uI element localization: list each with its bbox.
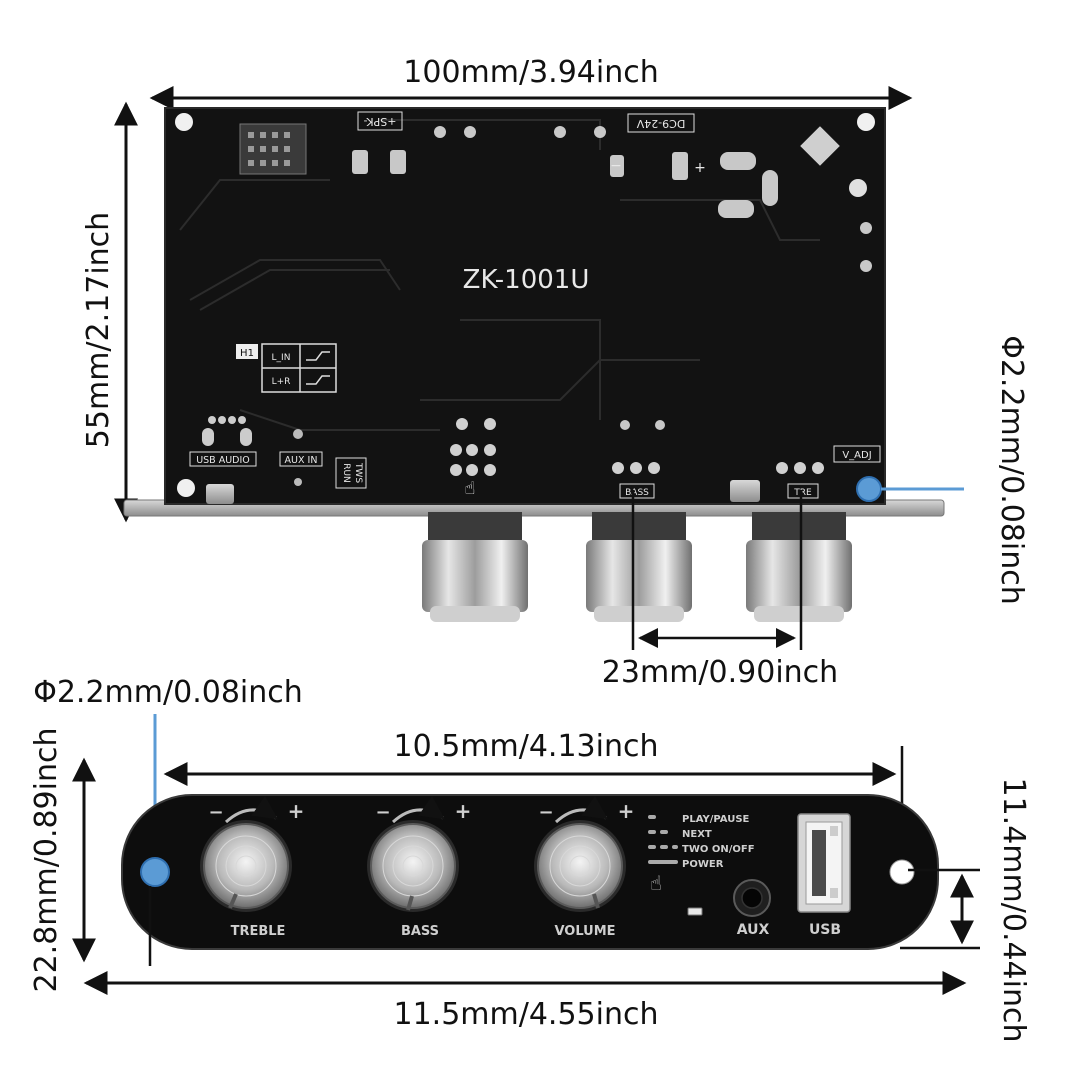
aux-jack[interactable] (733, 879, 771, 917)
panel-inner-width-label: 10.5mm/4.13inch (393, 729, 658, 764)
volume-label: VOLUME (554, 924, 615, 939)
panel-height-label: 22.8mm/0.89inch (29, 727, 64, 992)
volume-knob[interactable] (534, 820, 626, 912)
hole-marker-top (856, 476, 882, 502)
dc-plus-mark: + (694, 160, 706, 176)
l-r-label: L+R (272, 377, 291, 387)
tre-pot-pads (776, 462, 824, 474)
function-legend: PLAY/PAUSE NEXT TWO ON/OFF POWER (648, 814, 755, 870)
tre-frame (787, 483, 819, 499)
bass-frame (619, 483, 655, 499)
pcb-mounting-hole (849, 179, 867, 197)
bass-pot-pads (612, 462, 660, 474)
treble-minus-sign: − (208, 802, 223, 823)
pcb-mounting-hole (177, 479, 195, 497)
front-panel (121, 794, 939, 950)
solder-pads (352, 126, 872, 430)
function-next: NEXT (682, 829, 712, 840)
hole-diameter-top-label: Φ2.2mm/0.08inch (994, 335, 1029, 605)
knob-spacing-label: 23mm/0.90inch (602, 655, 838, 690)
bass-knob[interactable] (367, 820, 459, 912)
module-pads (248, 132, 290, 166)
bass-adjust-indicator: − + (375, 795, 472, 824)
function-power: POWER (682, 859, 724, 870)
usb-label: USB (809, 922, 841, 938)
h1-label: H1 (240, 348, 254, 359)
usb-audio-label: USB AUDIO (196, 455, 250, 466)
bass-label: BASS (401, 924, 439, 939)
touch-hand-icon: ☝ (465, 478, 476, 499)
usb-port[interactable] (797, 813, 851, 913)
board-height-label: 55mm/2.17inch (81, 212, 116, 448)
aux-label: AUX (737, 922, 770, 938)
hole-marker-panel (140, 857, 170, 887)
function-play-pause: PLAY/PAUSE (682, 814, 750, 825)
diamond-pad (800, 126, 840, 166)
knob-side-view-volume (746, 512, 852, 622)
v-adj-label: V_ADJ (842, 450, 871, 461)
aux-in-label: AUX IN (285, 455, 318, 466)
spk-silkscreen: +SPK- (357, 111, 403, 131)
bass-rotate-arrow-icon (391, 795, 445, 824)
treble-knob[interactable] (200, 820, 292, 912)
knob-side-view-treble (422, 512, 528, 622)
board-width-label: 100mm/3.94inch (403, 55, 658, 90)
treble-label: TREBLE (231, 924, 286, 939)
aux-in-pad (293, 429, 303, 439)
dc-minus-mark: − (610, 158, 622, 174)
touch-button-pads (450, 418, 496, 476)
aux-in-pad (294, 478, 302, 486)
hole-diameter-panel-label: Φ2.2mm/0.08inch (33, 675, 303, 710)
treble-rotate-arrow-icon (224, 795, 278, 824)
model-label: ZK-1001U (463, 265, 590, 295)
knob-side-view-bass (586, 512, 692, 622)
dc-voltage-label: DC9-24V (636, 117, 685, 130)
run-label: RUN (341, 463, 351, 483)
led-indicator (687, 907, 703, 916)
volume-plus-sign: + (618, 799, 635, 823)
usb-audio-pads (202, 416, 252, 446)
usb-audio-frame (189, 451, 257, 467)
bass-plus-sign: + (455, 799, 472, 823)
panel-mounting-hole-right (889, 859, 915, 885)
tre-pcb-label: TRE (793, 488, 812, 498)
l-in-label: L_IN (272, 353, 291, 363)
bracket-tab (206, 484, 234, 504)
function-two-on-off: TWO ON/OFF (682, 844, 755, 855)
spk-label: +SPK- (364, 115, 397, 128)
volume-minus-sign: − (538, 802, 553, 823)
panel-total-width-label: 11.5mm/4.55inch (393, 997, 658, 1032)
bass-minus-sign: − (375, 802, 390, 823)
treble-adjust-indicator: − + (208, 795, 305, 824)
volume-rotate-arrow-icon (554, 795, 608, 824)
aux-in-frame (279, 451, 323, 467)
h1-jumper-block: H1 L_IN L+R (236, 343, 337, 393)
dc-silkscreen: DC9-24V (627, 113, 695, 133)
panel-hole-offset-label: 11.4mm/0.44inch (996, 777, 1031, 1042)
volume-adjust-indicator: − + (538, 795, 635, 824)
treble-plus-sign: + (288, 799, 305, 823)
touch-button-icon[interactable]: ☝ (650, 871, 662, 895)
tws-label: TWS (353, 462, 363, 483)
pcb-mounting-hole (857, 113, 875, 131)
v-adj-frame (833, 445, 881, 463)
bass-pcb-label: BASS (625, 488, 649, 498)
pcb-mounting-hole (175, 113, 193, 131)
bracket-tab (730, 480, 760, 502)
tws-run-frame (335, 457, 367, 489)
